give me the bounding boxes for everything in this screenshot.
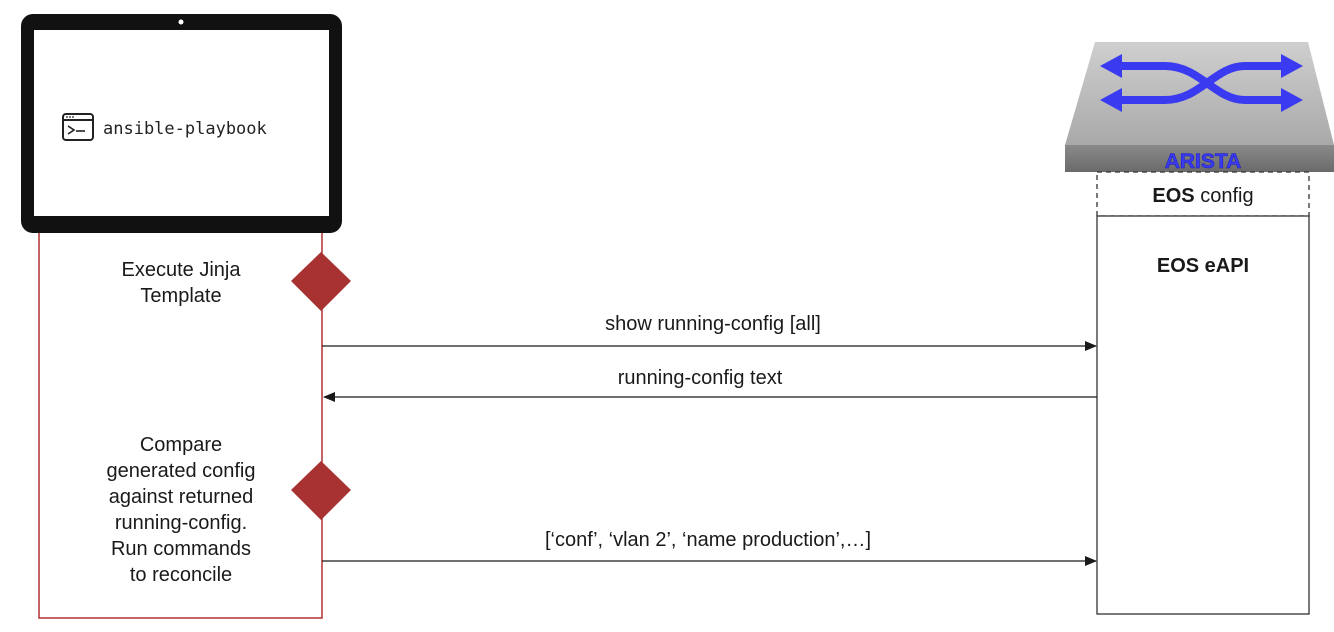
network-switch-icon	[1065, 42, 1334, 172]
terminal-icon	[62, 113, 94, 141]
compare-diamond	[291, 461, 351, 520]
message-response-label: running-config text	[618, 367, 783, 389]
step-compare-line5: Run commands	[111, 538, 251, 560]
eos-config-rest: config	[1195, 185, 1254, 207]
step-execute-line2: Template	[140, 285, 221, 307]
eos-eapi-title: EOS eAPI	[1157, 255, 1249, 277]
eos-config-label: EOS config	[1152, 185, 1253, 207]
message-request-label: show running-config [all]	[605, 313, 821, 335]
message-commands-label: [‘conf’, ‘vlan 2’, ‘name production’,…]	[545, 529, 871, 551]
step-execute-line1: Execute Jinja	[122, 259, 242, 281]
step-compare-line1: Compare	[140, 434, 222, 456]
eos-config-bold: EOS	[1152, 185, 1194, 207]
step-compare-line3: against returned	[109, 486, 254, 508]
switch-brand: ARISTA	[1165, 150, 1242, 173]
step-compare-line6: to reconcile	[130, 564, 232, 586]
step-compare-line2: generated config	[106, 460, 255, 482]
eos-config-box	[1096, 171, 1310, 217]
terminal-command: ansible-playbook	[103, 119, 267, 139]
execute-diamond	[291, 252, 351, 311]
eos-eapi-box	[1096, 215, 1310, 615]
step-compare-line4: running-config.	[115, 512, 247, 534]
ansible-lifeline	[38, 209, 323, 619]
